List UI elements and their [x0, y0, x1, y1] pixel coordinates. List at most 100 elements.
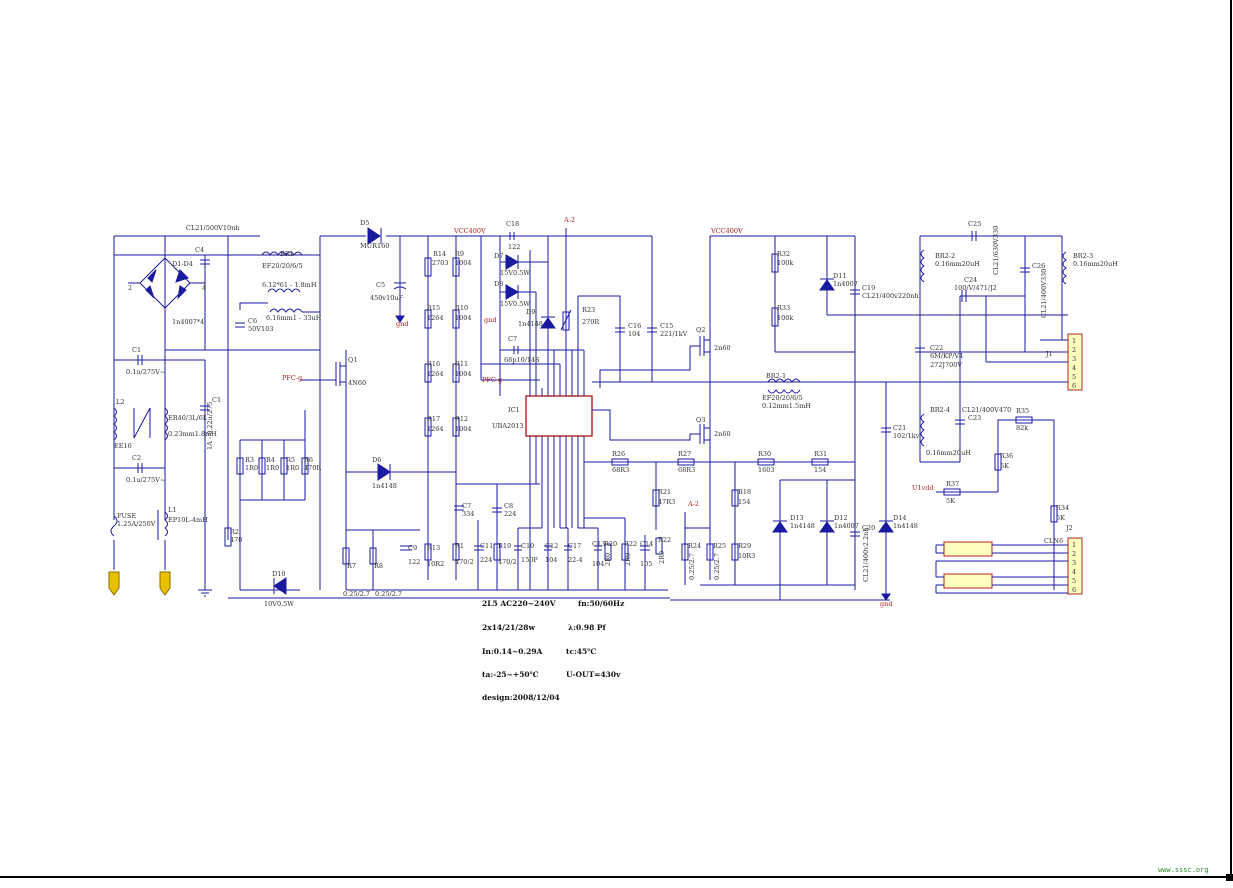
j2-pin-4: 4 [1072, 568, 1076, 576]
r27-ref: R27 [678, 450, 691, 458]
sense-resistors-r7-r8: R7 R8 0.25/2.7 0.25/2.7 [342, 529, 420, 598]
j1-pin-5: 5 [1072, 373, 1076, 381]
r19-ref: R19 [498, 542, 511, 550]
r8-ref: R8 [374, 562, 383, 570]
br2-4-value: 0.16mm20uH [926, 449, 971, 457]
d10-ref: D10 [272, 570, 285, 578]
r10-ref: R10 [455, 304, 468, 312]
br2-2-ref: BR2-2 [935, 252, 955, 260]
frame-border-bottom [0, 876, 1232, 878]
j1-pin-2: 2 [1072, 346, 1076, 354]
c24-ref: C24 [964, 276, 977, 284]
wires-bottom [228, 584, 890, 601]
r32-ref: R32 [777, 250, 790, 258]
watermark: www.sssc.org [1158, 866, 1209, 874]
j2-pin-2: 2 [1072, 550, 1076, 558]
resistor-r2: R2 470 [224, 527, 242, 547]
c8-ref: C8 [504, 502, 513, 510]
spec-line5: design:2008/12/04 [482, 693, 560, 702]
bridge-rectifier: D1-D4 1n4007*4 2 4 [128, 236, 206, 350]
r4-value: 1R0 [266, 464, 279, 472]
spec-line2-a: 2x14/21/28w [482, 623, 535, 632]
r3-value: 1R0 [245, 464, 258, 472]
r32-value: 100k [777, 259, 793, 267]
current-sense-resistors: R24 0.25/2.7 R25 0.25/2.7 R29 10R3 A-2 [681, 500, 755, 585]
r23-value: 270R [582, 318, 600, 326]
c4-ref: C4 [195, 246, 204, 254]
d14-part: 1n4148 [893, 522, 918, 530]
fuse: FUSE 1.25A/250V [110, 512, 156, 537]
l2-ref: L2 [116, 398, 124, 406]
r10-value: 1004 [455, 314, 472, 322]
vcc-label-1: VCC400V [453, 227, 486, 235]
d8-part: 15V0.5W [500, 300, 530, 308]
c14-value: 105 [640, 560, 652, 568]
ic-pin-fanout [517, 436, 646, 590]
choke-part: ER40/3L/6L [168, 414, 208, 422]
r36-ref: R36 [1000, 452, 1013, 460]
ac-plug-terminals [108, 540, 171, 596]
j2-ref: J2 [1065, 524, 1073, 532]
d5-part: MUR160 [360, 242, 389, 250]
r11-ref: R11 [455, 360, 468, 368]
a2-label-mid: A-2 [687, 500, 699, 508]
br2-1-core: EF20/20/6/5 [762, 394, 803, 402]
br1-inductance: 6.12*61 - 1.8mH [262, 281, 317, 289]
br2-3-ref: BR2-3 [1073, 252, 1093, 260]
bridge-label: D1-D4 [172, 260, 193, 268]
q3-part: 2n60 [714, 430, 731, 438]
cl21-top-label: CL21/500V10nh [186, 224, 240, 232]
r17-ref: R17 [427, 415, 440, 423]
l1-ref: L1 [168, 506, 176, 514]
c23-ref: C23 [968, 414, 981, 422]
d9-ref: D9 [526, 308, 535, 316]
r7-value: 0.25/2.7 [343, 590, 370, 598]
c25-value: CL21/630V330 [992, 226, 1000, 275]
capacitor-c4: C4 [195, 246, 210, 265]
q2-part: 2n60 [714, 344, 731, 352]
c9-ref: C9 [408, 544, 417, 552]
a2-label-top: A-2 [563, 216, 575, 224]
r9-value: 1004 [455, 259, 472, 267]
output-divider: R32 100k R33 100k D11 1n4007 C19 CL21/40… [771, 250, 1025, 353]
bridge-pin-2: 2 [128, 284, 132, 292]
j2-pin-5: 5 [1072, 577, 1076, 585]
r22b-ref: R22 [658, 536, 671, 544]
bridge-part: 1n4007*4 [172, 318, 204, 326]
r33-ref: R33 [777, 304, 790, 312]
q1-part: 4N60 [348, 379, 366, 387]
frame-corner-mark [1226, 874, 1233, 881]
spec-line1-a: 2L5 AC220~240V [482, 599, 556, 608]
r35-value: 82k [1016, 424, 1028, 432]
r25-value: 0.25/2.7 [713, 553, 721, 580]
d13-ref: D13 [790, 514, 803, 522]
r25-ref: R25 [713, 542, 726, 550]
d5-ref: D5 [360, 219, 369, 227]
c9-value: 122 [408, 558, 420, 566]
r16-value: 1264 [427, 370, 444, 378]
c26-value: CL21/400V330 [1040, 269, 1048, 318]
q3-ref: Q3 [696, 416, 705, 424]
c22-ref: C22 [930, 344, 943, 352]
r14-ref: R14 [433, 250, 446, 258]
choke-common-mode: ER40/3L/6L 0.23mm1.8mH [133, 407, 217, 441]
j2-pin-6: 6 [1072, 586, 1076, 594]
c8-value: 224 [504, 510, 516, 518]
c1-ref: C1 [132, 346, 141, 354]
gnd-label-3: gnd [880, 600, 893, 608]
r30-ref: R30 [758, 450, 771, 458]
c7-upper-ref: C7 [508, 335, 517, 343]
j2-pin-3: 3 [1072, 559, 1076, 567]
pfc-inductor-value: 6.16mm1 - 33uH [266, 314, 322, 322]
j1-pin-6: 6 [1072, 382, 1076, 390]
timing-network: C7 334 C8 224 C11 224 R19 470/2 [454, 483, 540, 590]
output-rectifiers: D13 1n4148 D12 1n4007 C20 CL21/400v2.2nh… [772, 382, 920, 608]
capacitor-c1: C1 0.1u/275V~ [126, 346, 165, 376]
connector-j2: J2 CLN6 1 2 3 4 5 6 [935, 524, 1083, 595]
r8-value: 0.25/2.7 [375, 590, 402, 598]
cln6-label: CLN6 [1044, 537, 1063, 545]
spec-line4-b: U-OUT=430v [566, 670, 621, 679]
lamp-sense-network: R35 82k R36 5K U1vdd R37 5K R34 5K [912, 407, 1069, 590]
